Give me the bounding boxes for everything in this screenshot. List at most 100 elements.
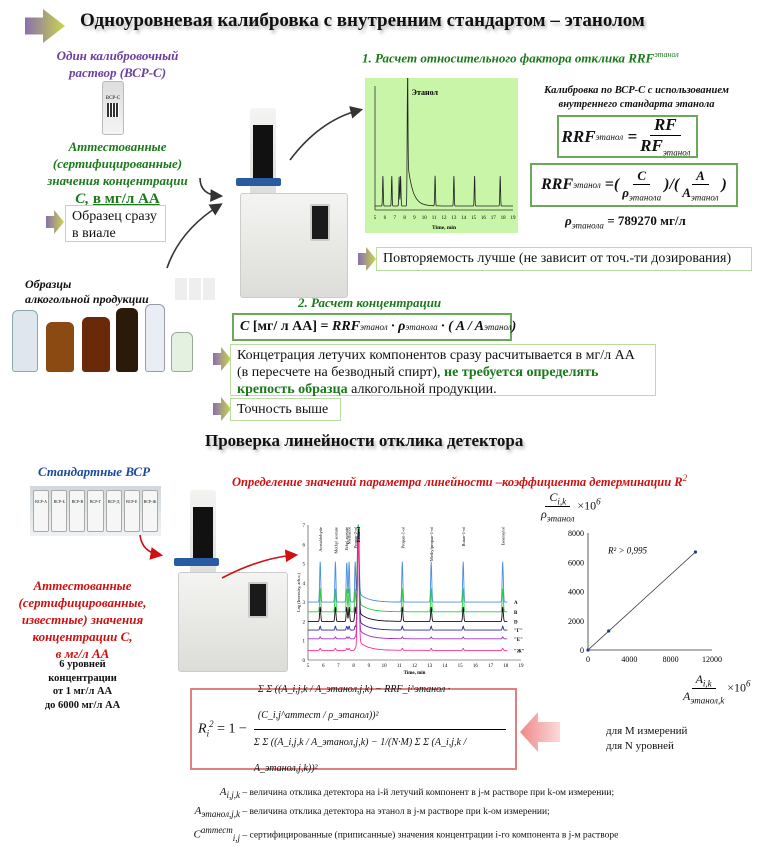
ethanol-peak-label: Этанол	[412, 88, 439, 97]
x-tick-label: 13	[427, 664, 433, 669]
text: – сертифицированные (приписанные) значен…	[242, 831, 619, 842]
text-line: до 6000 мг/л АА	[44, 699, 121, 711]
x-tick-label: 18	[501, 216, 507, 221]
x-tick-label: 10	[382, 664, 388, 669]
autosampler-column	[193, 507, 213, 563]
denominator: Σ Σ ((A_i,j,k / A_этанол,j,k) − 1/(N·M) …	[253, 736, 467, 774]
x-tick-label: 11	[432, 216, 437, 221]
x-tick-label: 17	[488, 664, 494, 669]
x-tick-label: 12000	[702, 655, 722, 664]
sub: этанол,k	[690, 695, 725, 706]
x-tick-label: 5	[307, 664, 310, 669]
y-tick-label: 1	[303, 640, 306, 645]
x-tick-label: 13	[451, 216, 457, 221]
attested-values-label: Аттестованные (сертифицированные) значен…	[30, 138, 205, 208]
attested-values-red-label: Аттестованные(сертифицированные,известны…	[0, 577, 165, 662]
formula-lhs: Ri2 = 1 −	[198, 719, 247, 738]
series-label: "Ж"	[514, 649, 525, 654]
y-tick-label: 0	[303, 659, 306, 664]
r2-annotation: R² > 0,995	[607, 545, 648, 555]
units: [мг/ л АА] =	[252, 319, 329, 334]
x-tick-label: 18	[503, 664, 509, 669]
text: Определение значений параметра линейност…	[232, 475, 683, 490]
sym: A	[194, 805, 202, 818]
exp: 6	[596, 496, 601, 507]
vial: ВСР-Б	[51, 490, 68, 532]
x-tick-label: 4000	[621, 655, 637, 664]
text-line: (сертифицированные)	[52, 156, 183, 171]
flow-arrows	[166, 106, 364, 269]
x-tick-label: 0	[586, 655, 590, 664]
bullet-arrow-icon	[213, 347, 231, 371]
sub: этанол	[546, 513, 575, 524]
text-line: концентрации	[48, 672, 117, 684]
qr-code-icon	[107, 103, 119, 117]
mult: ×10	[727, 680, 746, 695]
x-tick-label: 11	[397, 664, 402, 669]
numerator: C	[633, 168, 650, 185]
y-tick-label: 7	[303, 524, 306, 529]
text-line: в мг/л АА	[55, 646, 110, 661]
x-tick-label: 10	[422, 216, 428, 221]
x-tick-label: 6	[322, 664, 325, 669]
trace-0	[308, 524, 508, 603]
vial-image: ВСР-С	[102, 81, 124, 135]
vial: ВСР-Е	[123, 490, 140, 532]
x-tick-label: 6	[384, 216, 387, 221]
rrf: RRF	[541, 176, 574, 193]
y-tick-label: 2	[303, 620, 306, 625]
numerator: RF	[649, 115, 681, 137]
text-line: концентрации C,	[32, 629, 133, 644]
calibration-description: Калибровка по ВСР-С с использованием внут…	[524, 84, 749, 112]
variable-legend: Ai,j,k – величина отклика детектора на i…	[165, 784, 619, 846]
num: C	[549, 490, 558, 504]
x-tick-label: 7	[393, 216, 396, 221]
value: = 789270 мг/л	[607, 213, 686, 228]
text-line: внутреннего стандарта этанола	[558, 99, 715, 110]
rrf: RRF	[332, 319, 361, 334]
sym: A	[219, 786, 227, 798]
sup: 2	[209, 719, 214, 730]
text-line: Образцы	[25, 277, 72, 291]
bullet-arrow-icon	[213, 397, 231, 421]
text: – величина отклика детектора на i-й лету…	[242, 788, 615, 798]
sub: этанола	[405, 322, 438, 332]
chromatogram-trace	[375, 78, 513, 207]
peak-label: Ethyl acetate	[344, 527, 349, 550]
ethanol-density: ρэтанола = 789270 мг/л	[565, 213, 686, 231]
sup: этанол	[654, 50, 679, 59]
text-line: известные) значения	[21, 612, 144, 627]
series-label: A	[514, 601, 518, 606]
text-line: 6 уровней	[59, 659, 106, 670]
text-line: Аттестованные	[33, 578, 132, 593]
sup: 2	[682, 473, 688, 483]
page-title: Одноуровневая калибровка с внутренним ст…	[80, 10, 645, 31]
den: ρ	[541, 507, 547, 522]
x-tick-label: 19	[511, 216, 517, 221]
x-tick-label: 9	[368, 664, 371, 669]
text-line: Аттестованные	[68, 139, 167, 154]
title-arrow-icon	[25, 9, 65, 43]
text-line: для M измерений	[606, 725, 688, 737]
y-tick-label: 4	[303, 582, 306, 587]
gas-chromatograph-image	[228, 108, 348, 298]
text-line: Калибровка по ВСР-С с использованием	[544, 85, 729, 96]
x-tick-label: 17	[491, 216, 497, 221]
accuracy-box: Точность выше	[230, 398, 341, 421]
sub: i,j	[232, 833, 240, 844]
legend-item: Cаттестi,j – сертифицированные (приписан…	[165, 822, 619, 846]
text-line: от 1 мг/л АА	[52, 686, 113, 697]
text-line: раствор (ВСР-С)	[68, 65, 167, 80]
x-tick-label: 9	[413, 216, 416, 221]
y-axis-title: Log (Intensity, arb.u.)	[296, 572, 302, 612]
bottle	[116, 308, 138, 372]
pointer-arrow-icon	[520, 712, 560, 752]
text-c: C,	[75, 191, 90, 207]
touchscreen	[310, 204, 330, 241]
sup: аттест	[200, 825, 233, 836]
